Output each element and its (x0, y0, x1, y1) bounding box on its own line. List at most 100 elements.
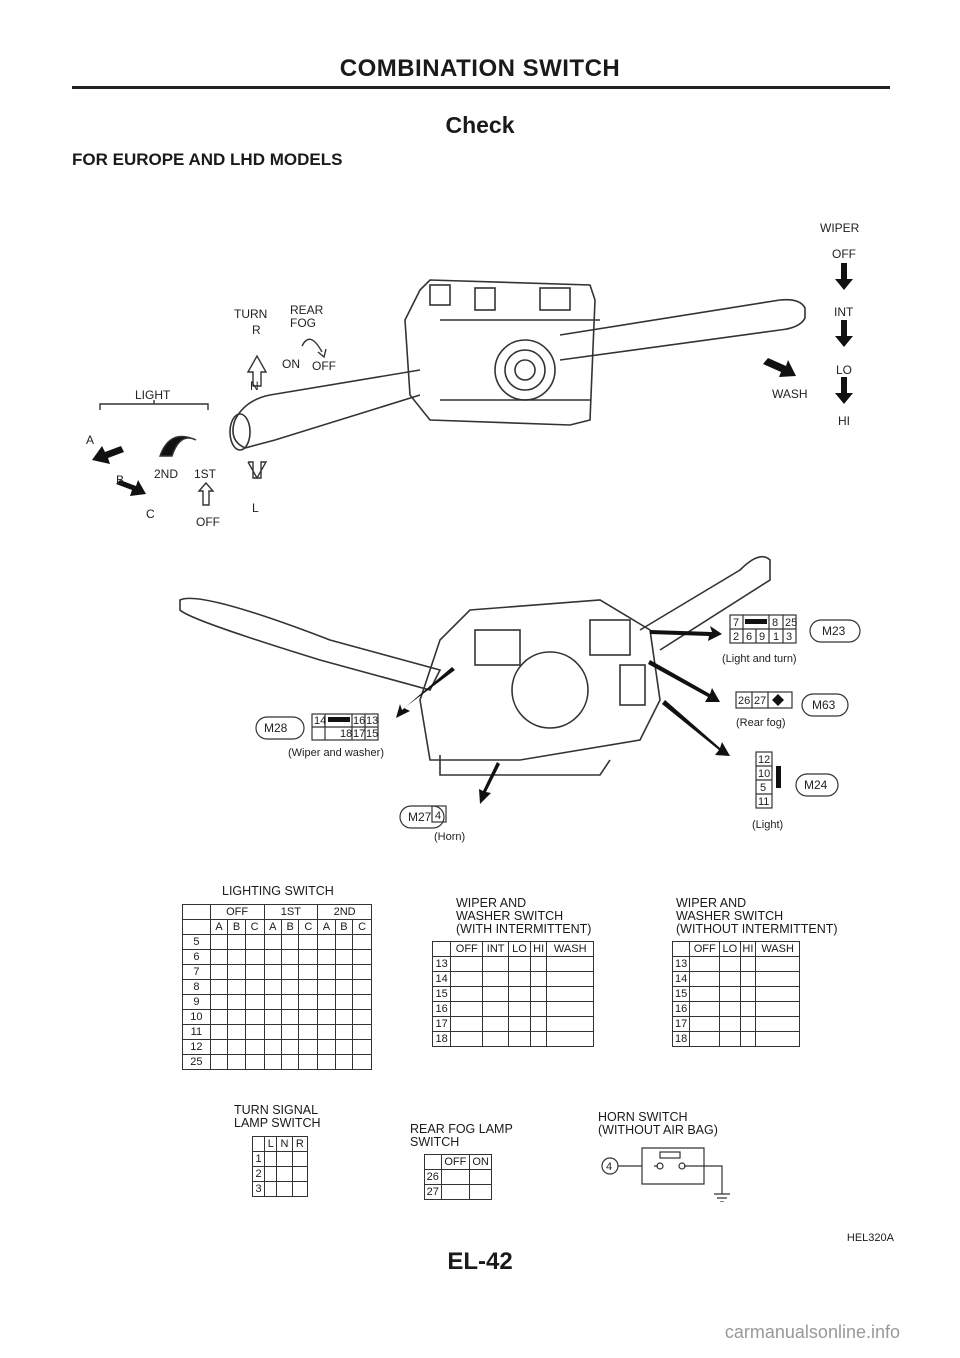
table-cell (334, 934, 354, 950)
table-cell (450, 1031, 484, 1047)
label-light-a: A (86, 433, 94, 447)
table-cell (227, 994, 246, 1010)
m27-caption: (Horn) (434, 831, 465, 843)
table-cell (264, 1181, 278, 1197)
turn-table-caption: TURN SIGNAL LAMP SWITCH (234, 1103, 321, 1130)
table-cell (298, 934, 319, 950)
table-row-header: 18 (671, 1031, 691, 1047)
label-wiper-hi: HI (838, 414, 850, 428)
table-cell (209, 934, 229, 950)
table-cell (263, 1024, 282, 1040)
table-cell (276, 1151, 293, 1167)
table-cell (352, 1039, 372, 1055)
table-cell (317, 949, 336, 965)
m63-pin-26: 26 (738, 695, 750, 707)
table-row: 18 (431, 1031, 594, 1047)
table-row-header: 10 (182, 1009, 211, 1025)
table-cell (719, 956, 741, 972)
table-row-header: 13 (431, 956, 452, 972)
table-cell (352, 1054, 372, 1070)
m23-pin-8: 8 (772, 617, 778, 629)
label-rear-fog-1: REAR (290, 303, 324, 317)
m23-pin-25: 25 (785, 617, 797, 629)
table-cell (450, 956, 484, 972)
table-row: 17 (671, 1016, 800, 1032)
label-wiper-lo: LO (836, 363, 852, 377)
table-cell (755, 956, 800, 972)
m63-id: M63 (812, 698, 836, 712)
table-cell (227, 1024, 246, 1040)
table-cell (546, 1001, 594, 1017)
table-cell (263, 979, 282, 995)
table-row: 1 (251, 1151, 309, 1167)
table-cell (280, 979, 300, 995)
table-corner (251, 1136, 266, 1152)
label-light-1st: 1ST (194, 467, 217, 481)
table-cell (546, 1016, 594, 1032)
table-cell (508, 956, 531, 972)
table-cell (352, 979, 372, 995)
table-cell (317, 994, 336, 1010)
table-cell (227, 934, 246, 950)
table-row-header: 15 (431, 986, 452, 1002)
table-cell (227, 949, 246, 965)
table-row: 5 (182, 934, 372, 950)
table-row: 10 (182, 1009, 372, 1025)
table-corner (424, 1154, 442, 1170)
m23-pin-1: 1 (773, 631, 779, 643)
table-cell (244, 979, 265, 995)
table-cell (334, 1024, 354, 1040)
table-cell (227, 964, 246, 980)
m28-pin-17: 17 (353, 728, 365, 740)
table-cell (291, 1151, 309, 1167)
table-row-header: 11 (182, 1024, 211, 1040)
table-cell (529, 986, 548, 1002)
table-cell (280, 994, 300, 1010)
table-cell (276, 1181, 293, 1197)
table-cell (352, 949, 372, 965)
label-light-2nd: 2ND (154, 467, 178, 481)
table-cell (209, 1024, 229, 1040)
table-row-header: 6 (182, 949, 211, 965)
table-cell (334, 1039, 354, 1055)
table-cell (450, 1001, 484, 1017)
m23-caption: (Light and turn) (722, 653, 797, 665)
table-cell (508, 986, 531, 1002)
table-corner (671, 941, 691, 957)
table-corner (182, 919, 211, 935)
table-cell (529, 1016, 548, 1032)
table-cell (264, 1151, 278, 1167)
table-cell (263, 1054, 282, 1070)
table-cell (352, 1024, 372, 1040)
table-row-header: 14 (671, 971, 691, 987)
table-row-header: 17 (431, 1016, 452, 1032)
table-row: 18 (671, 1031, 800, 1047)
wiper-int-table-caption: WIPER AND WASHER SWITCH (With intermitte… (456, 896, 592, 936)
table-col-header: A (209, 919, 229, 935)
table-cell (209, 994, 229, 1010)
table-cell (263, 1039, 282, 1055)
table-row: 14 (671, 971, 800, 987)
table-cell (719, 1001, 741, 1017)
table-cell (263, 949, 282, 965)
table-group-header: OFF (209, 904, 265, 920)
m28-id: M28 (264, 721, 288, 735)
horn-pin-4: 4 (606, 1161, 612, 1173)
table-row: 11 (182, 1024, 372, 1040)
table-cell (482, 1031, 510, 1047)
table-row-header: 17 (671, 1016, 691, 1032)
table-cell (482, 956, 510, 972)
table-row: 3 (251, 1181, 309, 1197)
m24-pin-5: 5 (760, 782, 766, 794)
table-cell (755, 1031, 800, 1047)
table-cell (739, 986, 757, 1002)
table-cell (298, 964, 319, 980)
table-row: 25 (182, 1054, 372, 1070)
horn-caption: HORN SWITCH (Without air bag) (598, 1110, 718, 1137)
table-cell (508, 1001, 531, 1017)
table-cell (546, 1031, 594, 1047)
section-subtitle: FOR EUROPE AND LHD MODELS (72, 150, 343, 169)
table-cell (689, 986, 721, 1002)
